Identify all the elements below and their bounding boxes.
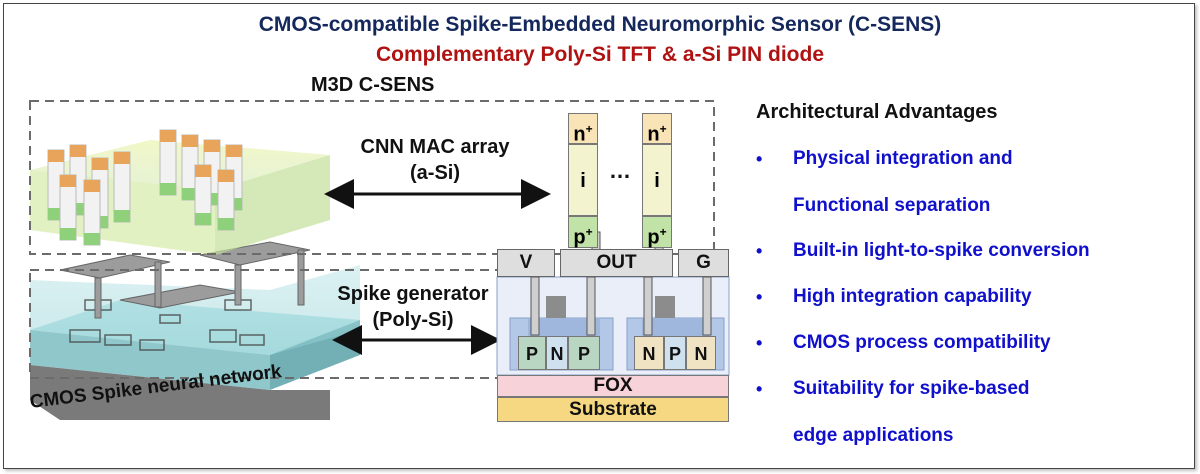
spike-generator-label-line2: (Poly-Si)	[372, 309, 454, 331]
bullet-icon: •	[756, 379, 763, 399]
figure-subtitle: Complementary Poly-Si TFT & a-Si PIN dio…	[375, 43, 825, 66]
doping-right-3: N	[686, 336, 716, 370]
figure-title: CMOS-compatible Spike-Embedded Neuromorp…	[258, 13, 942, 36]
spike-generator-label-line1: Spike generator	[337, 283, 489, 305]
pin1-n-layer: n+	[568, 113, 598, 146]
pin2-i-layer: i	[642, 144, 672, 216]
fox-layer: FOX	[497, 375, 729, 397]
advantages-title: Architectural Advantages	[756, 101, 998, 123]
pin-ellipsis: …	[609, 158, 631, 183]
advantage-text: Built-in light-to-spike conversion	[793, 240, 1090, 261]
pin1-i-layer: i	[568, 144, 598, 216]
pin2-p-layer: p+	[642, 216, 672, 249]
advantage-item: • High integration capability	[756, 282, 1090, 328]
advantage-text: High integration capability	[793, 286, 1032, 307]
spike-generator-label: Spike generator (Poly-Si)	[318, 281, 508, 333]
m3d-top-dashed-region	[29, 100, 715, 255]
doping-right-1: N	[634, 336, 664, 370]
contact-g: G	[678, 249, 729, 277]
chip-3d-illustration	[30, 129, 360, 420]
bullet-icon: •	[756, 149, 763, 169]
bullet-icon: •	[756, 287, 763, 307]
m3d-bottom-dashed-region	[29, 269, 499, 379]
advantage-text-cont: Functional separation	[793, 195, 991, 216]
cnn-mac-label-line1: CNN MAC array	[360, 136, 510, 158]
pin-diode-pillars-left	[47, 144, 131, 246]
pin-diode-pillars-right	[159, 129, 243, 231]
doping-left-1: P	[518, 336, 546, 370]
advantage-text-cont: edge applications	[793, 425, 954, 446]
advantage-text: Physical integration and	[793, 148, 1013, 169]
bullet-icon: •	[756, 241, 763, 261]
doping-left-3: P	[568, 336, 600, 370]
advantage-item: • Suitability for spike-based edge appli…	[756, 374, 1090, 466]
advantage-text: CMOS process compatibility	[793, 332, 1051, 353]
advantage-item: • Built-in light-to-spike conversion	[756, 236, 1090, 282]
pin1-p-layer: p+	[568, 216, 598, 249]
pin2-n-layer: n+	[642, 113, 672, 146]
advantages-list: • Physical integration and Functional se…	[756, 144, 1090, 466]
advantage-item: • CMOS process compatibility	[756, 328, 1090, 374]
bullet-icon: •	[756, 333, 763, 353]
advantage-text: Suitability for spike-based	[793, 378, 1030, 399]
substrate-layer: Substrate	[497, 397, 729, 422]
m3d-label: M3D C-SENS	[311, 74, 435, 96]
contact-v: V	[497, 249, 555, 277]
cnn-mac-label-line2: (a-Si)	[410, 162, 460, 184]
advantage-item: • Physical integration and Functional se…	[756, 144, 1090, 236]
contact-out: OUT	[560, 249, 673, 277]
doping-left-2: N	[546, 336, 568, 370]
doping-right-2: P	[664, 336, 686, 370]
cnn-mac-label: CNN MAC array (a-Si)	[330, 134, 540, 186]
